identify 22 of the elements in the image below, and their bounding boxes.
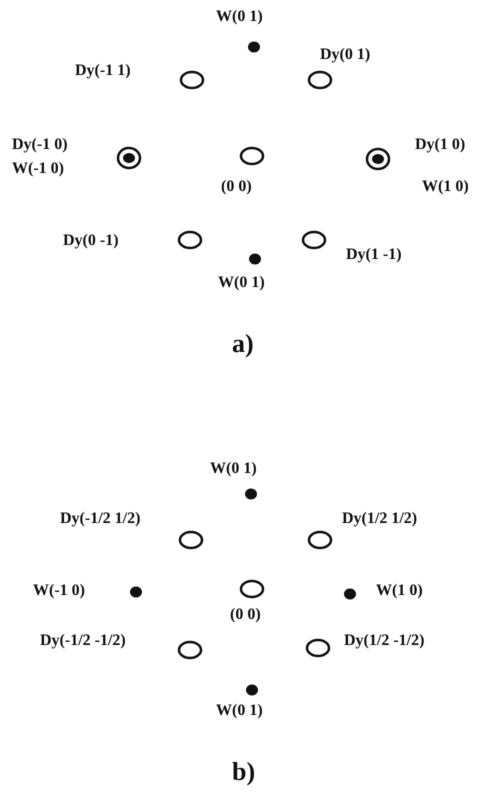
spot-label: W(-1 0): [12, 160, 64, 178]
spot-label: W(-1 0): [33, 582, 85, 600]
spot-label: W(0 1): [216, 8, 263, 26]
spot-label: Dy(1/2 1/2): [342, 510, 418, 528]
spot-label: Dy(0 -1): [63, 232, 119, 250]
spot-label: Dy(0 1): [320, 46, 370, 64]
spot-label: W(1 0): [376, 582, 423, 600]
spot-label: Dy(-1/2 1/2): [60, 510, 140, 528]
spot-label: Dy(1 0): [415, 136, 466, 154]
spot-label: Dy(-1/2 -1/2): [40, 632, 126, 650]
spot-label: Dy(-1 0): [12, 136, 68, 154]
spot-label: Dy(1/2 -1/2): [344, 632, 424, 650]
panel-label: a): [232, 330, 254, 359]
spot-label: (0 0): [230, 606, 261, 624]
spot-label: Dy(-1 1): [75, 62, 131, 80]
spot-label: W(0 1): [216, 702, 263, 720]
spot-label: W(0 1): [210, 460, 257, 478]
spot-label: W(1 0): [422, 178, 469, 196]
panel-label: b): [232, 758, 256, 787]
spot-label: Dy(1 -1): [346, 246, 402, 264]
spot-label: W(0 1): [218, 274, 265, 292]
spot-label: (0 0): [221, 178, 252, 196]
